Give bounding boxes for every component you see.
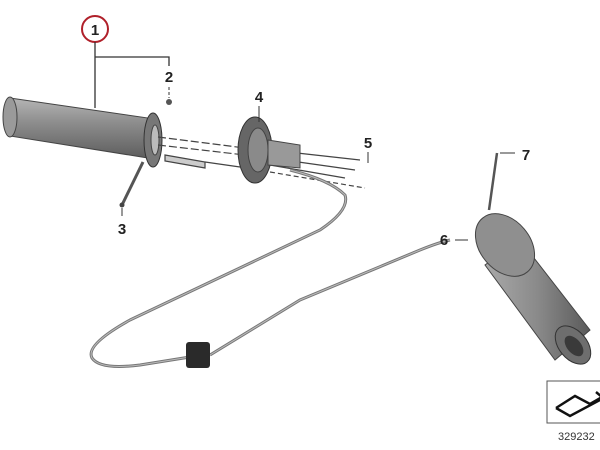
callout-5-label[interactable]: 5 [364, 135, 372, 152]
callout-1[interactable]: 1 [81, 15, 109, 43]
reference-symbol [546, 380, 600, 424]
cable-connector [186, 342, 210, 368]
callout-1-label: 1 [91, 22, 99, 39]
reference-number: 329232 [558, 431, 595, 443]
screw-2 [166, 87, 172, 105]
callout-4-label[interactable]: 4 [255, 89, 264, 106]
cable [89, 168, 451, 368]
heater-switch-part[interactable] [237, 116, 301, 184]
callout-2-label[interactable]: 2 [165, 69, 173, 86]
reference-arrow-icon [555, 391, 600, 418]
screw-3 [119, 161, 145, 216]
callout-3-label[interactable]: 3 [118, 221, 126, 238]
callout-6-label[interactable]: 6 [440, 232, 448, 249]
screw-7 [487, 152, 515, 211]
leader-line-1 [94, 42, 170, 108]
left-grip-part[interactable] [2, 96, 163, 168]
callout-7-label[interactable]: 7 [522, 147, 530, 164]
right-grip-part[interactable] [463, 202, 598, 371]
